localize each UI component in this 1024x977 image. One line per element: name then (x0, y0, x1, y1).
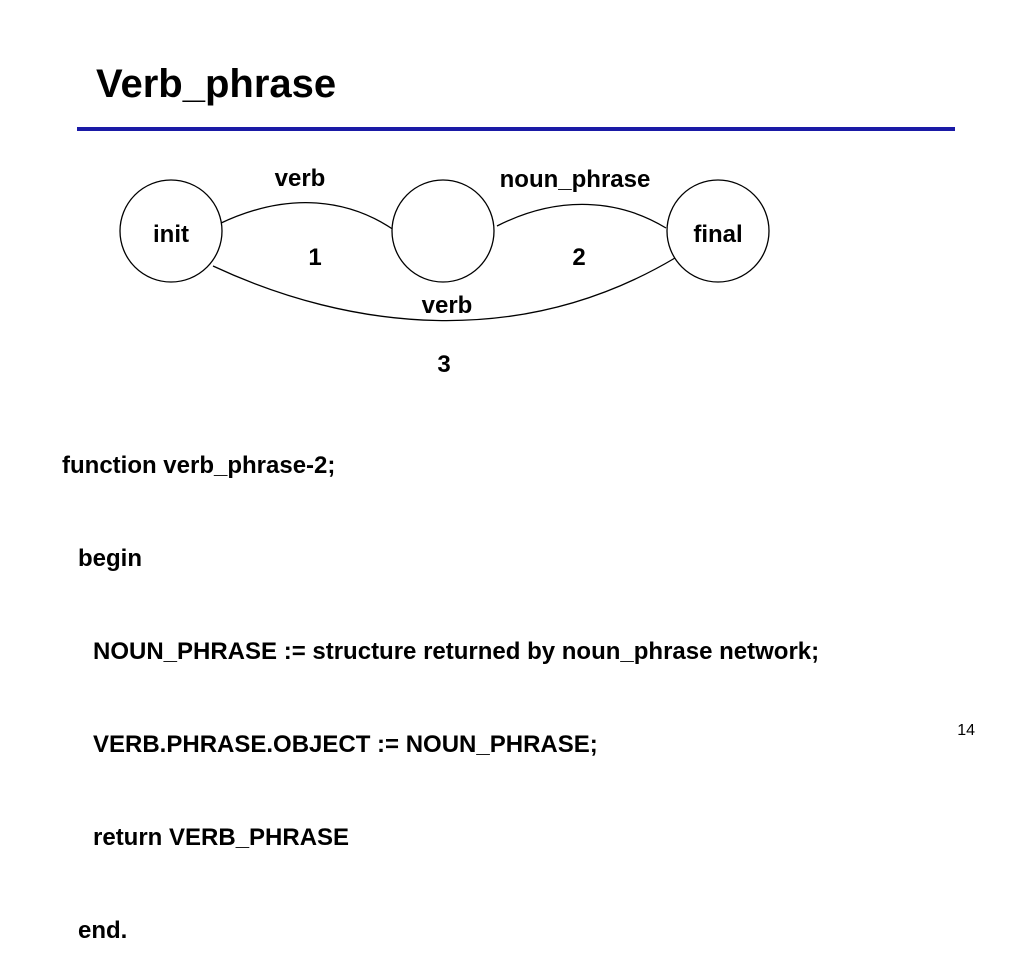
node-middle-circle (391, 179, 495, 283)
code-line-function: function verb_phrase-2; (62, 452, 336, 479)
node-init-label: init (153, 221, 189, 248)
node-init-circle (119, 179, 223, 283)
page-number: 14 (957, 722, 975, 739)
title-divider (77, 127, 955, 131)
arc-3-verb (212, 257, 676, 322)
transition-network-diagram: init final verb 1 noun_phrase 2 verb 3 (119, 165, 770, 378)
slide-title: Verb_phrase (96, 62, 337, 106)
arc-2-number: 2 (572, 244, 585, 271)
arc-3-label: verb (422, 292, 473, 319)
code-line-noun-phrase-assign: NOUN_PHRASE := structure returned by nou… (93, 638, 820, 665)
code-line-begin: begin (78, 545, 142, 572)
arc-2-noun-phrase (496, 203, 667, 229)
node-final-circle (666, 179, 770, 283)
arc-1-number: 1 (308, 244, 321, 271)
code-line-end: end. (78, 917, 128, 944)
code-line-return: return VERB_PHRASE (93, 824, 350, 851)
node-final-label: final (693, 221, 742, 248)
arc-2-label: noun_phrase (500, 166, 651, 193)
node-init: init (119, 179, 223, 283)
code-block: function verb_phrase-2; begin NOUN_PHRAS… (62, 388, 819, 977)
arc-3-number: 3 (437, 351, 450, 378)
code-line-object-assign: VERB.PHRASE.OBJECT := NOUN_PHRASE; (93, 731, 598, 758)
node-middle (391, 179, 495, 283)
arc-1-verb (218, 201, 395, 231)
arc-1-label: verb (275, 165, 326, 192)
node-final: final (666, 179, 770, 283)
